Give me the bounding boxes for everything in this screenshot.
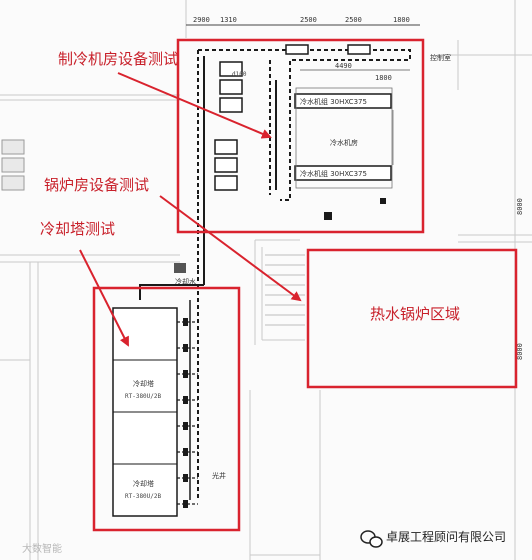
highlight-boxes <box>92 38 518 532</box>
cooling-tower-2-model: RT-380U/2B <box>125 493 162 500</box>
cooling-tower-1-name: 冷却塔 <box>133 379 154 388</box>
callout-chiller-room: 制冷机房设备测试 <box>58 50 179 68</box>
hot-water-boiler-box <box>306 248 518 389</box>
callout-boiler-room: 锅炉房设备测试 <box>44 176 150 194</box>
callout-hot-water-boiler: 热水锅炉区域 <box>370 305 461 323</box>
left-equipment <box>1 139 25 191</box>
dim-top-2: 1310 <box>220 16 237 24</box>
arrow-chiller <box>117 72 272 139</box>
bottom-left-watermark: 大数智能 <box>22 544 62 555</box>
cooling-tower-1-model: RT-380U/2B <box>125 393 162 400</box>
arrow-cooling-tower <box>79 249 129 347</box>
company-watermark: 卓展工程顾问有限公司 <box>386 530 507 544</box>
dim-top-4: 2500 <box>345 16 362 24</box>
top-dimensions: 2900 1310 2500 2500 1800 <box>186 16 420 26</box>
callout-arrows <box>79 72 302 347</box>
dim-right-1: 8000 <box>516 198 524 215</box>
control-room-label: 控制室 <box>430 53 451 62</box>
dim-right-2: 8000 <box>516 343 524 360</box>
cooling-tower-plan: 冷却塔 RT-380U/2B 冷却塔 RT-380U/2B 光井 <box>112 307 226 517</box>
dim-top-5: 1800 <box>393 16 410 24</box>
dim-d100: d100 <box>232 71 247 78</box>
dim-top-3: 2500 <box>300 16 317 24</box>
chiller-unit-2-label: 冷水机组 30HXC375 <box>300 169 367 178</box>
dim-4490: 4490 <box>335 62 352 70</box>
shaft-label: 光井 <box>212 471 226 480</box>
pipe-label: 冷却水 <box>175 277 196 286</box>
chiller-room-name: 冷水机房 <box>330 138 358 147</box>
arrow-boiler <box>159 195 302 302</box>
callout-cooling-tower: 冷却塔测试 <box>40 220 116 238</box>
chiller-room-plan: d100 4490 1800 冷水机组 30HXC375 冷水机组 30HXC3… <box>197 44 451 220</box>
cooling-tower-box <box>92 286 241 532</box>
dim-top-1: 2900 <box>193 16 210 24</box>
chiller-room-box <box>176 38 425 234</box>
wechat-logo <box>360 530 383 548</box>
dim-1800: 1800 <box>375 74 392 82</box>
cooling-tower-2-name: 冷却塔 <box>133 479 154 488</box>
chiller-unit-1-label: 冷水机组 30HXC375 <box>300 97 367 106</box>
